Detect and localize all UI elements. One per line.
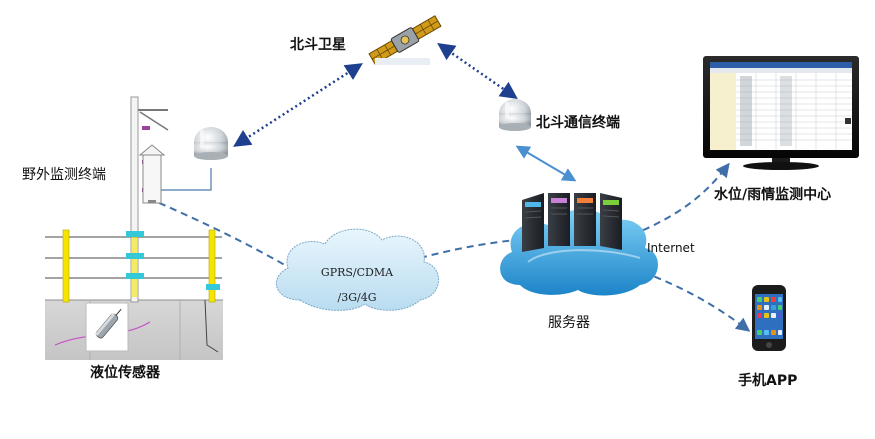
monitor-center-label: 水位/雨情监测中心 bbox=[714, 187, 832, 203]
field-antenna-icon bbox=[194, 127, 228, 160]
satellite-label: 北斗卫星 bbox=[290, 37, 346, 53]
field-terminal-label: 野外监测终端 bbox=[22, 167, 106, 183]
link-network-server bbox=[419, 239, 516, 259]
field-station-illustration bbox=[45, 96, 223, 360]
server-label: 服务器 bbox=[548, 315, 590, 331]
comm-terminal-label: 北斗通信终端 bbox=[536, 115, 620, 131]
link-satellite-field-antenna bbox=[233, 63, 363, 147]
mobile-app-label: 手机APP bbox=[738, 373, 798, 389]
link-comm-terminal-server bbox=[515, 145, 577, 182]
link-server-monitor-center bbox=[631, 162, 730, 236]
level-sensor-label: 液位传感器 bbox=[90, 365, 160, 381]
network-type-line2: /3G/4G bbox=[337, 291, 377, 304]
network-type-line1: GPRS/CDMA bbox=[320, 266, 394, 279]
link-satellite-comm-terminal bbox=[437, 43, 518, 99]
network-cloud-icon bbox=[276, 228, 439, 311]
server-icon bbox=[500, 193, 658, 296]
link-field-terminal-network bbox=[147, 197, 291, 269]
internet-label: Internet bbox=[647, 241, 695, 255]
comm-terminal-antenna-icon bbox=[499, 99, 531, 131]
ground-area bbox=[45, 300, 223, 360]
mobile-phone-icon bbox=[752, 285, 786, 351]
monitor-icon bbox=[703, 56, 859, 170]
level-sensor-probe-icon bbox=[85, 302, 129, 352]
